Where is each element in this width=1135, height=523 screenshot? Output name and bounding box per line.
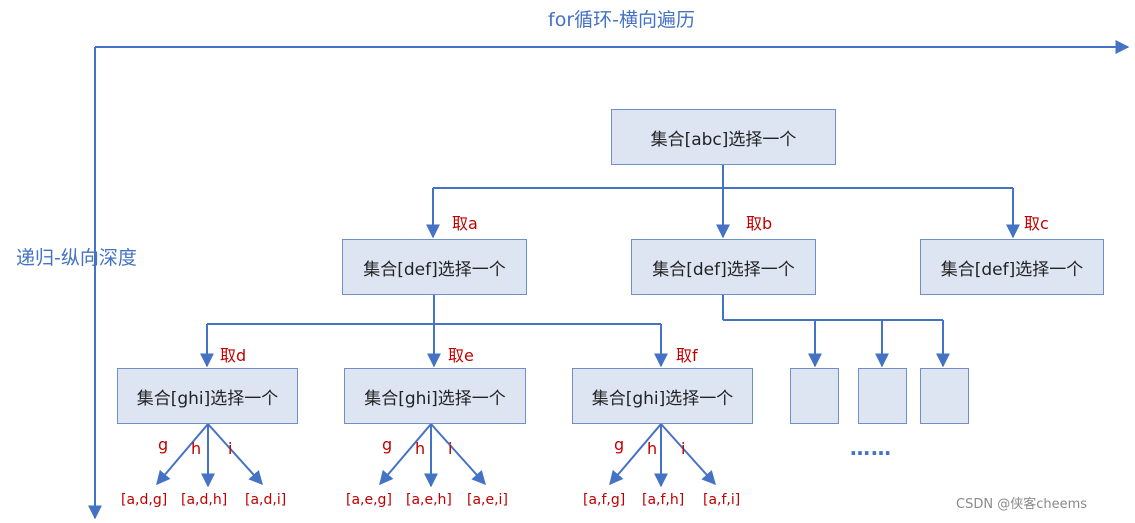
branch-label-f-h: h [647, 439, 658, 458]
leaf-afg: [a,f,g] [583, 492, 626, 508]
empty-node-3 [920, 368, 969, 424]
horizontal-axis-label: for循环-横向遍历 [548, 9, 695, 31]
edge-e-g [379, 423, 432, 486]
branch-label-d-g: g [158, 435, 169, 454]
leaf-adg: [a,d,g] [121, 492, 168, 508]
leaf-aeg: [a,e,g] [346, 492, 392, 508]
edge-label-c: 取c [1024, 214, 1049, 233]
leaf-adi: [a,d,i] [245, 492, 287, 508]
root-node: 集合[abc]选择一个 [611, 109, 836, 165]
edge-d-g [156, 423, 209, 486]
leaf-afi: [a,f,i] [703, 492, 741, 508]
edge-label-a: 取a [452, 214, 478, 233]
level1-node-a: 集合[def]选择一个 [342, 239, 527, 295]
watermark: CSDN @侠客cheems [956, 497, 1088, 512]
level1-node-c: 集合[def]选择一个 [920, 239, 1104, 295]
level1-node-b: 集合[def]选择一个 [631, 239, 816, 295]
level2-node-e: 集合[ghi]选择一个 [344, 368, 526, 424]
branch-label-d-h: h [191, 439, 202, 458]
edge-label-e: 取e [448, 346, 474, 365]
edge-label-d: 取d [220, 346, 247, 365]
level2-node-f: 集合[ghi]选择一个 [572, 368, 753, 424]
branch-label-d-i: i [228, 439, 233, 458]
edge-f-g [609, 423, 662, 486]
branch-label-f-i: i [681, 439, 686, 458]
edge-label-f: 取f [676, 346, 698, 365]
empty-node-1 [790, 368, 839, 424]
edge-e-i [430, 423, 486, 486]
leaf-afh: [a,f,h] [642, 492, 685, 508]
empty-node-2 [858, 368, 907, 424]
level2-node-d: 集合[ghi]选择一个 [117, 368, 298, 424]
branch-label-e-g: g [382, 435, 393, 454]
ellipsis: …… [850, 436, 892, 460]
edge-d-i [207, 423, 263, 486]
branch-label-e-i: i [448, 439, 453, 458]
edge-f-i [660, 423, 716, 486]
leaf-aei: [a,e,i] [467, 492, 508, 508]
edge-label-b: 取b [746, 214, 773, 233]
branch-label-f-g: g [614, 435, 625, 454]
vertical-axis-label: 递归-纵向深度 [16, 247, 137, 269]
leaf-aeh: [a,e,h] [406, 492, 452, 508]
leaf-adh: [a,d,h] [181, 492, 228, 508]
branch-label-e-h: h [415, 439, 426, 458]
